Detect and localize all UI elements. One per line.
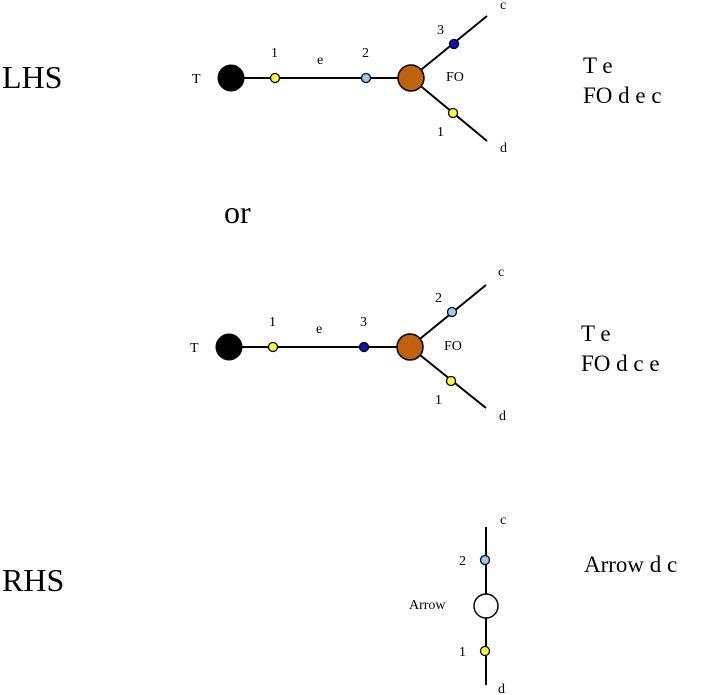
port-t-label: 1 [269, 315, 276, 330]
fo-node [396, 333, 424, 361]
fo-label: FO [446, 70, 464, 85]
port-fo-e [358, 341, 370, 353]
formula-2-line-1: T e [581, 321, 611, 346]
edge-label: e [316, 322, 322, 337]
rhs-graph: Arrow 2 1 c d [409, 513, 506, 695]
wire-c-label: c [498, 265, 504, 280]
formula-1-line-1: T e [583, 53, 613, 78]
port-fo-d-label: 1 [437, 125, 444, 140]
port-fo-c [446, 306, 458, 318]
t-label: T [190, 341, 199, 356]
port-fo-e-label: 3 [360, 315, 367, 330]
wire-c-label: c [500, 513, 506, 528]
lhs-label: LHS [2, 59, 62, 95]
port-fo-d-label: 1 [435, 393, 442, 408]
or-label: or [224, 194, 251, 230]
port-fo-d [447, 107, 459, 119]
port-d-label: 1 [459, 645, 466, 660]
wire-c [410, 15, 488, 79]
wire-d [410, 77, 488, 142]
fo-label: FO [444, 339, 462, 354]
port-d [479, 645, 491, 657]
wire-d-label: d [498, 682, 505, 695]
t-node [217, 64, 245, 92]
port-fo-c-label: 3 [437, 23, 444, 38]
lhs-graph-2: T FO e 1 3 2 1 c d [190, 265, 506, 424]
edge-label: e [317, 53, 323, 68]
port-fo-e [360, 72, 372, 84]
port-t-label: 1 [271, 46, 278, 61]
port-c-label: 2 [459, 554, 466, 569]
wire-d-label: d [499, 409, 506, 424]
wire-d-label: d [500, 141, 507, 156]
arrow-label: Arrow [409, 598, 446, 613]
lhs-graph-1: T FO e 1 2 3 1 c d [192, 0, 507, 156]
formula-1-line-2: FO d e c [583, 83, 662, 108]
port-t [267, 341, 279, 353]
port-t [269, 72, 281, 84]
port-c [479, 554, 491, 566]
t-node [215, 333, 243, 361]
fo-node [397, 64, 425, 92]
port-fo-c [448, 38, 460, 50]
t-label: T [192, 72, 201, 87]
rhs-label: RHS [2, 562, 64, 598]
formula-2-line-2: FO d c e [581, 351, 660, 376]
port-fo-c-label: 2 [435, 291, 442, 306]
arrow-node [473, 593, 499, 619]
wire-c-label: c [500, 0, 506, 13]
port-fo-e-label: 2 [362, 46, 369, 61]
wire-c [409, 284, 487, 348]
port-fo-d [445, 375, 457, 387]
formula-3-line-1: Arrow d c [584, 552, 677, 577]
